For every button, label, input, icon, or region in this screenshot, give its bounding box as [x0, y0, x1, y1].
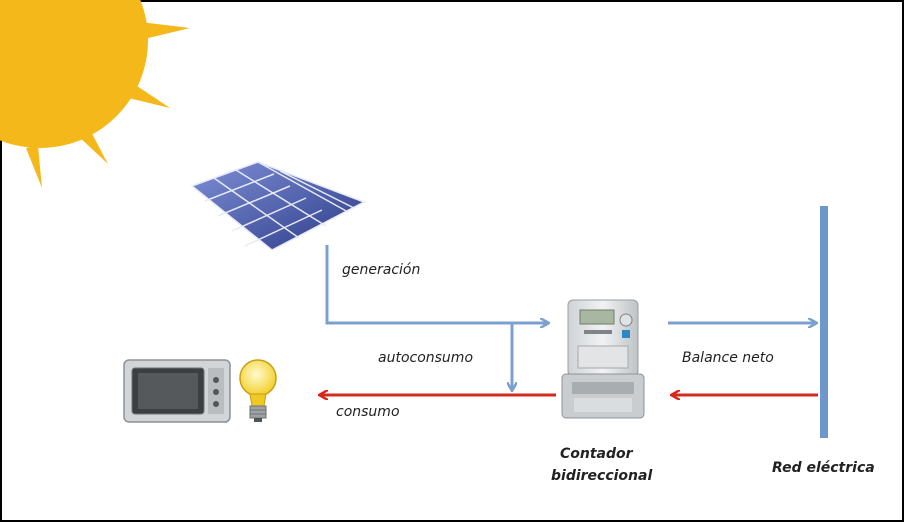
consumption-label: consumo — [336, 404, 400, 420]
grid-line — [820, 206, 828, 438]
sun-icon — [0, 0, 190, 188]
generation-label: generación — [342, 262, 420, 278]
meter-label-line1: Contador — [560, 446, 634, 462]
self-consumption-label: autoconsumo — [378, 350, 473, 366]
net-balance-label: Balance neto — [682, 350, 774, 366]
light-bulb-icon — [239, 359, 277, 422]
bidirectional-meter-icon — [561, 299, 645, 419]
solar-panel-icon — [190, 161, 366, 251]
microwave-icon — [123, 359, 231, 423]
generation-flow — [325, 245, 816, 390]
grid-label: Red eléctrica — [772, 460, 875, 476]
meter-label-line2: bidireccional — [551, 468, 652, 484]
